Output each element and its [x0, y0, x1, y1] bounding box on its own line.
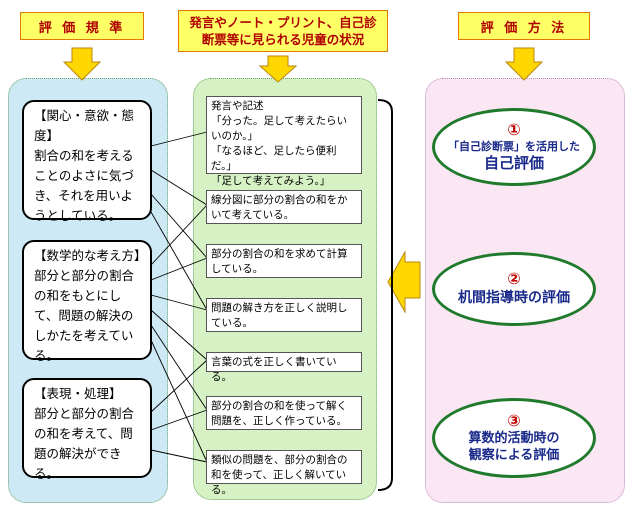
- observation-line: 「なるほど、足したら便利だ。」: [211, 145, 337, 172]
- method-main: 机間指導時の評価: [458, 290, 570, 306]
- criteria-text: 部分と部分の割合の和を考えて、問題の解決ができる。: [34, 406, 135, 481]
- criteria-title: 【関心・意欲・態度】: [34, 108, 135, 143]
- criteria-box-interest: 【関心・意欲・態度】 割合の和を考えることのよさに気づき、それを用いようとしてい…: [22, 100, 152, 223]
- methods-header: 評 価 方 法: [458, 12, 590, 40]
- left-arrow-icon: [387, 250, 421, 314]
- method-observation: ③ 算数的活動時の 観察による評価: [432, 398, 596, 478]
- method-number: ②: [507, 269, 521, 288]
- criteria-text: 部分と部分の割合の和をもとにして、問題の解決のしかたを考えている。: [34, 268, 135, 363]
- observations-header-line1: 発言やノート・プリント、自己診: [189, 15, 377, 30]
- method-sub: 算数的活動時の: [468, 431, 560, 446]
- method-sub: 「自己診断票」を活用した: [448, 140, 580, 153]
- observation-box: 問題の解き方を正しく説明している。: [206, 298, 362, 332]
- observation-line: 言葉の式を正しく書いている。: [211, 356, 337, 383]
- observation-line: 線分図に部分の割合の和をかいて考えている。: [211, 194, 348, 221]
- observations-header-line2: 断票等に見られる児童の状況: [201, 32, 365, 47]
- criteria-box-expression: 【表現・処理】 部分と部分の割合の和を考えて、問題の解決ができる。: [22, 378, 152, 481]
- observation-box: 発言や記述 「分った。足して考えたらいいのか。」 「なるほど、足したら便利だ。」…: [206, 96, 362, 187]
- method-number: ①: [507, 120, 521, 139]
- observation-line: 発言や記述: [211, 100, 264, 112]
- observation-line: 部分の割合の和を求めて計算している。: [211, 248, 348, 275]
- observation-box: 言葉の式を正しく書いている。: [206, 352, 362, 383]
- observation-line: 「足して考えてみよう。」: [211, 175, 331, 187]
- criteria-box-thinking: 【数学的な考え方】 部分と部分の割合の和をもとにして、問題の解決のしかたを考えて…: [22, 240, 152, 363]
- observation-box: 部分の割合の和を使って解く問題を、正しく作っている。: [206, 396, 362, 430]
- criteria-text: 割合の和を考えることのよさに気づき、それを用いようとしている。: [34, 148, 134, 223]
- down-arrow-icon: [62, 47, 544, 83]
- criteria-title: 【数学的な考え方】: [34, 248, 147, 263]
- observation-box: 類似の問題を、部分の割合の和を使って、正しく解いている。: [206, 450, 362, 496]
- method-self-evaluation: ① 「自己診断票」を活用した 自己評価: [432, 108, 596, 186]
- bracket-shape: [377, 99, 393, 491]
- method-desk-guidance: ② 机間指導時の評価: [432, 252, 596, 326]
- observation-box: 部分の割合の和を求めて計算している。: [206, 244, 362, 278]
- observation-box: 線分図に部分の割合の和をかいて考えている。: [206, 190, 362, 224]
- method-number: ③: [507, 411, 521, 430]
- observation-line: 類似の問題を、部分の割合の和を使って、正しく解いている。: [211, 454, 348, 496]
- method-main: 自己評価: [483, 154, 544, 172]
- methods-header-label: 評 価 方 法: [480, 20, 568, 36]
- observations-header: 発言やノート・プリント、自己診 断票等に見られる児童の状況: [178, 10, 388, 52]
- observation-line: 部分の割合の和を使って解く問題を、正しく作っている。: [211, 400, 347, 427]
- criteria-header-label: 評 価 規 準: [38, 20, 126, 36]
- observation-line: 問題の解き方を正しく説明している。: [211, 302, 348, 329]
- criteria-title: 【表現・処理】: [34, 386, 122, 401]
- method-main: 観察による評価: [468, 448, 560, 463]
- observation-line: 「分った。足して考えたらいいのか。」: [211, 115, 348, 142]
- criteria-header: 評 価 規 準: [20, 12, 144, 40]
